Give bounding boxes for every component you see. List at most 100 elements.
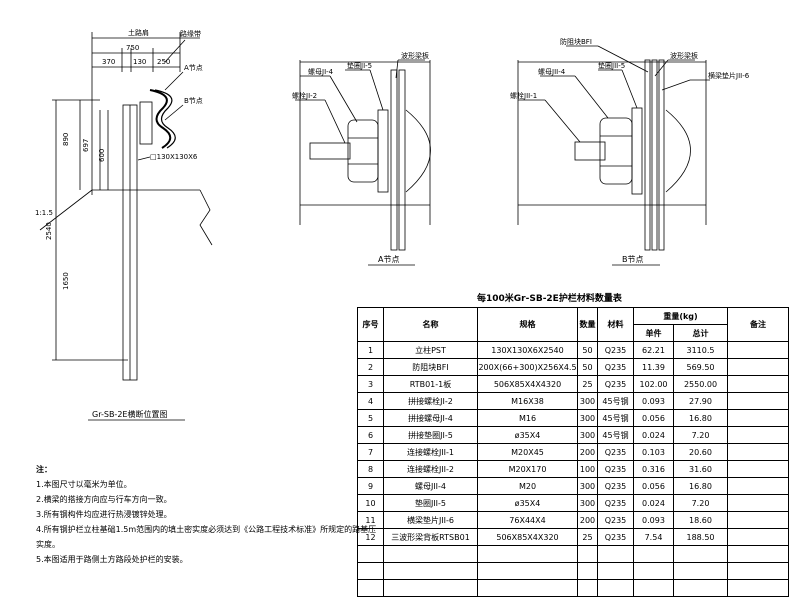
cell-remark [727,511,790,529]
dim-250: 250 [157,58,170,66]
cell-total [672,562,729,580]
cell-total [672,545,729,563]
cell-unit: 11.39 [633,358,674,376]
cell-name: RTB01-1板 [383,375,478,393]
cell-total: 188.50 [672,528,729,546]
node-b-spacer-label: 横梁垫片JII-6 [708,71,750,80]
cell-spec: 200X(66+300)X256X4.5 [477,358,578,376]
post-label: □130X130X6 [150,153,198,161]
cell-material: Q235 [597,443,634,461]
cell-spec [477,545,578,563]
table-title: 每100米Gr-SB-2E护栏材料数量表 [477,294,622,304]
cell-material [597,579,634,597]
cell-unit: 62.21 [633,341,674,359]
cell-name: 垫圈JII-5 [383,494,478,512]
cell-name: 拼接螺栓JI-2 [383,392,478,410]
header-qty: 数量 [577,307,598,342]
cell-qty: 200 [577,443,598,461]
dim-2540: 2540 [45,222,53,240]
cell-name [383,545,478,563]
cell-name: 横梁垫片JII-6 [383,511,478,529]
cell-total: 20.60 [672,443,729,461]
cell-unit: 102.00 [633,375,674,393]
table-header-row: 序号 名称 规格 数量 材料 重量(kg) 备注 [357,307,790,342]
cell-no: 10 [357,494,384,512]
cell-qty: 25 [577,528,598,546]
cell-remark [727,545,790,563]
cell-no: 12 [357,528,384,546]
cell-no: 5 [357,409,384,427]
header-total: 总计 [672,324,729,342]
cell-qty [577,579,598,597]
cell-spec: 506X85X4X4320 [477,375,578,393]
cell-name: 螺母JII-4 [383,477,478,495]
node-b-nut-label: 螺母JII-4 [538,67,566,76]
callout-edge-strip: 路缘带 [180,29,201,38]
node-a-bolt-label: 螺栓JI-2 [292,91,317,100]
cell-total: 569.50 [672,358,729,376]
dim-697: 697 [82,139,90,152]
cell-spec: M20X170 [477,460,578,478]
cell-remark [727,477,790,495]
notes-block: 注： 1.本图尺寸以毫米为单位。 2.横梁的搭接方向应与行车方向一致。 3.所有… [36,462,376,567]
dim-370: 370 [102,58,115,66]
cell-spec [477,562,578,580]
cell-total: 31.60 [672,460,729,478]
cell-qty: 50 [577,358,598,376]
table-row [357,545,790,563]
cell-remark [727,460,790,478]
shoulder-label: 土路肩 [128,28,149,37]
cell-spec: 130X130X6X2540 [477,341,578,359]
cell-unit [633,579,674,597]
cell-unit: 0.103 [633,443,674,461]
cell-name: 立柱PST [383,341,478,359]
dim-1650: 1650 [62,272,70,290]
cell-name: 连接螺栓JII-2 [383,460,478,478]
cell-qty: 300 [577,409,598,427]
cell-name: 拼接螺母JI-4 [383,409,478,427]
cell-material [597,545,634,563]
cell-spec: M20 [477,477,578,495]
node-b-block-label: 防阻块BFI [560,37,592,46]
cell-unit: 0.316 [633,460,674,478]
cell-qty: 25 [577,375,598,393]
cell-name: 拼接垫圈JI-5 [383,426,478,444]
cross-section-caption: Gr-SB-2E横断位置图 [92,409,167,419]
table-row [357,579,790,597]
node-b-caption: B节点 [622,255,644,264]
cell-material [597,562,634,580]
cell-total: 2550.00 [672,375,729,393]
cell-no: 1 [357,341,384,359]
cell-material: Q235 [597,460,634,478]
cell-material: Q235 [597,341,634,359]
cell-unit: 0.056 [633,409,674,427]
cell-total: 16.80 [672,409,729,427]
cell-unit: 0.024 [633,494,674,512]
cell-remark [727,426,790,444]
cell-no: 8 [357,460,384,478]
cell-qty: 300 [577,426,598,444]
node-b-beam-label: 波形梁板 [670,51,698,60]
cell-spec: 76X44X4 [477,511,578,529]
cell-no [357,579,384,597]
cell-spec: ø35X4 [477,494,578,512]
header-unit: 单件 [633,324,674,342]
node-b-washer-label: 垫圈JII-5 [598,61,625,70]
header-weight: 重量(kg) [632,307,729,325]
cell-qty: 200 [577,511,598,529]
cell-material: 45号钢 [597,426,634,444]
cell-spec: 506X85X4X320 [477,528,578,546]
cell-no: 7 [357,443,384,461]
cell-material: Q235 [597,477,634,495]
cell-remark [727,528,790,546]
cell-material: Q235 [597,494,634,512]
callout-node-b: B节点 [184,97,203,105]
dim-750: 750 [126,44,139,52]
cell-remark [727,409,790,427]
